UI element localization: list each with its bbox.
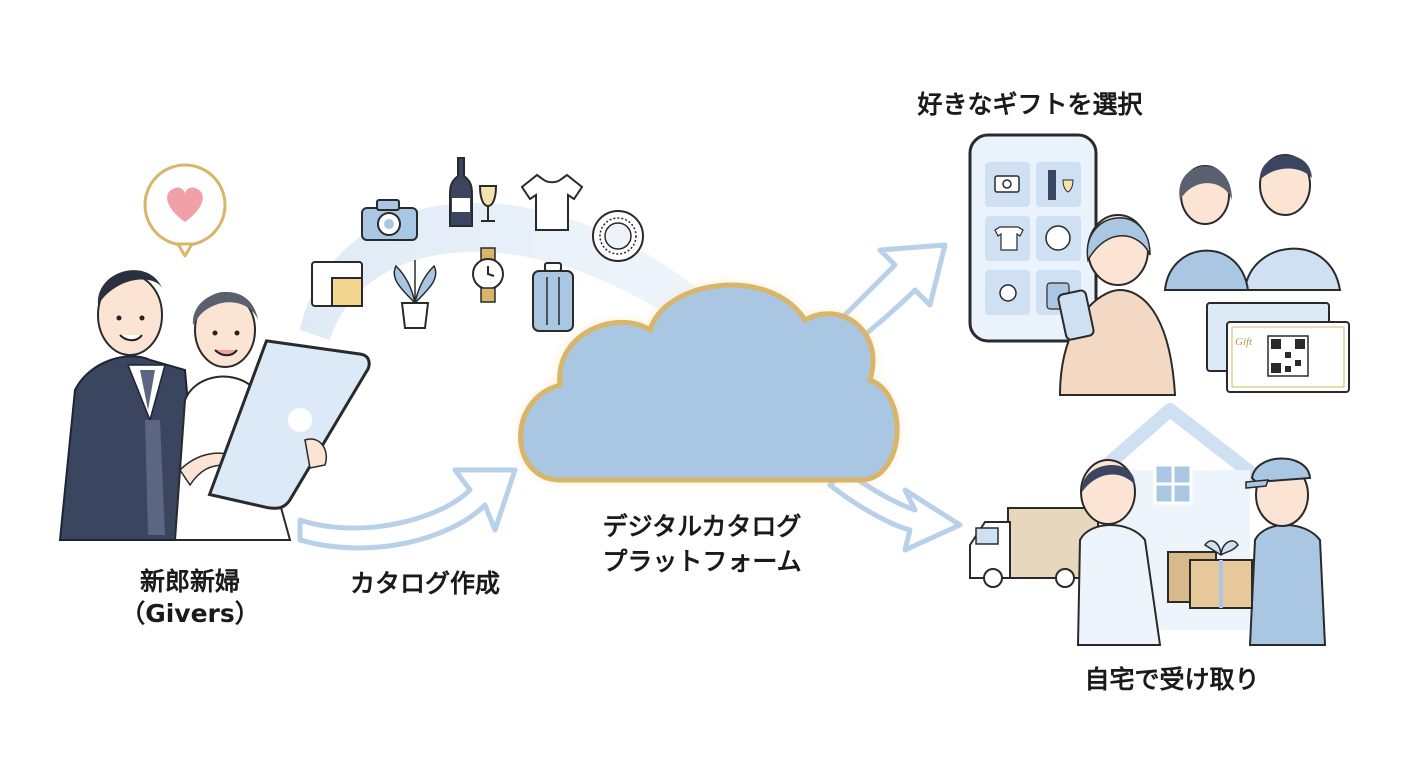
arrow-to-cloud-icon bbox=[297, 467, 518, 551]
delivery-handoff-illustration bbox=[1076, 457, 1327, 646]
plate-icon bbox=[592, 210, 644, 262]
watch-icon bbox=[472, 247, 504, 303]
picture-frame-icon bbox=[311, 261, 363, 307]
tablet-icon bbox=[207, 339, 371, 510]
recipients-illustration bbox=[1057, 154, 1342, 396]
arrow-to-delivery-icon bbox=[827, 467, 963, 553]
givers-label-line1: 新郎新婦 bbox=[140, 567, 240, 596]
heart-bubble-icon bbox=[143, 163, 227, 258]
platform-label-line2: プラットフォーム bbox=[602, 547, 801, 576]
suitcase-icon bbox=[532, 262, 574, 332]
receive-at-home-label: 自宅で受け取り bbox=[1084, 665, 1259, 694]
tshirt-icon bbox=[520, 173, 584, 231]
givers-label-line2: （Givers） bbox=[120, 599, 260, 628]
choose-gift-label: 好きなギフトを選択 bbox=[916, 90, 1143, 119]
plant-icon bbox=[393, 260, 437, 329]
gift-card-icon: Gift bbox=[1206, 302, 1350, 393]
camera-icon bbox=[361, 199, 418, 241]
catalog-creation-label: カタログ作成 bbox=[350, 569, 500, 598]
platform-label-line1: デジタルカタログ bbox=[603, 512, 802, 541]
cloud-platform-icon bbox=[518, 282, 900, 483]
couple-illustration bbox=[58, 270, 371, 541]
gift-card-script-text: Gift bbox=[1235, 336, 1253, 348]
wine-icon bbox=[449, 157, 498, 227]
phone-catalog-icon bbox=[968, 133, 1098, 343]
